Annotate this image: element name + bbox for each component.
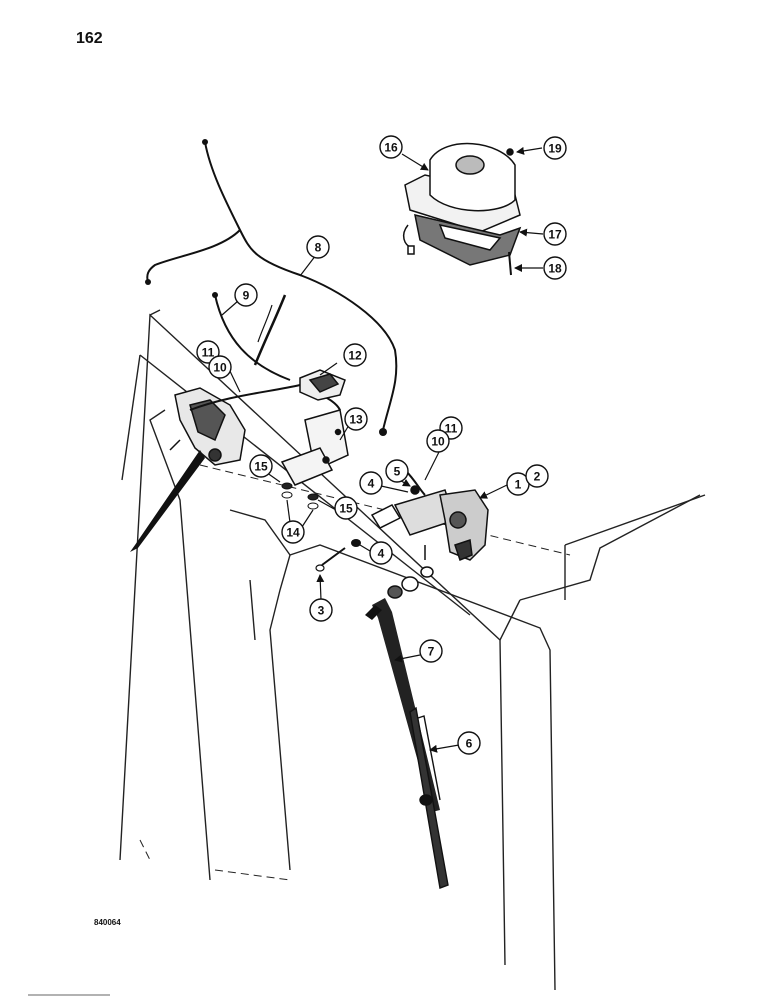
connector-block <box>299 369 346 401</box>
svg-text:17: 17 <box>548 228 562 242</box>
cab-dash-lines <box>139 464 571 881</box>
svg-text:10: 10 <box>431 435 445 449</box>
svg-text:19: 19 <box>548 142 562 156</box>
svg-text:1: 1 <box>515 478 522 492</box>
svg-text:4: 4 <box>368 477 375 491</box>
svg-text:10: 10 <box>213 361 227 375</box>
callout-13: 13 <box>344 407 368 431</box>
callout-5: 5 <box>385 459 409 483</box>
svg-text:2: 2 <box>534 470 541 484</box>
svg-text:4: 4 <box>378 547 385 561</box>
callout-7: 7 <box>419 639 443 663</box>
callout-10-right: 10 <box>426 429 450 453</box>
svg-text:13: 13 <box>349 413 363 427</box>
bolt <box>315 547 346 572</box>
wiper-blade <box>409 706 449 889</box>
svg-text:16: 16 <box>384 141 398 155</box>
svg-text:3: 3 <box>318 604 325 618</box>
callout-10-left: 10 <box>208 355 232 379</box>
callout-4-upper: 4 <box>359 471 383 495</box>
glass-marks <box>253 294 287 366</box>
callout-1: 1 <box>506 472 530 496</box>
callout-15-lower: 15 <box>334 496 358 520</box>
callout-14: 14 <box>281 520 305 544</box>
figure-code: 840064 <box>94 918 121 927</box>
harness-terminal <box>212 292 218 298</box>
mounting-bracket <box>280 409 349 486</box>
callout-3: 3 <box>309 598 333 622</box>
callout-16: 16 <box>379 135 403 159</box>
svg-text:8: 8 <box>315 241 322 255</box>
callout-6: 6 <box>457 731 481 755</box>
harness-terminal <box>145 279 151 285</box>
harness-terminal <box>202 139 208 145</box>
svg-text:9: 9 <box>243 289 250 303</box>
svg-text:18: 18 <box>548 262 562 276</box>
cab-outline <box>119 309 706 991</box>
right-wiper-motor <box>370 485 489 562</box>
svg-text:11: 11 <box>445 422 458 436</box>
svg-text:5: 5 <box>394 465 401 479</box>
left-wiper-arm <box>130 450 205 552</box>
callout-4-lower: 4 <box>369 541 393 565</box>
left-wiper-motor <box>169 387 246 466</box>
svg-text:6: 6 <box>466 737 473 751</box>
svg-text:11: 11 <box>202 346 215 360</box>
callout-2: 2 <box>525 464 549 488</box>
leader-lines <box>221 146 544 753</box>
nut <box>351 539 361 547</box>
harness-terminal <box>379 428 387 436</box>
svg-text:15: 15 <box>339 502 353 516</box>
callout-8: 8 <box>306 235 330 259</box>
wiring-harness <box>146 141 426 496</box>
page-number: 162 <box>76 30 103 47</box>
callout-18: 18 <box>543 256 567 280</box>
spindle-hardware <box>387 566 434 599</box>
svg-text:7: 7 <box>428 645 435 659</box>
svg-text:15: 15 <box>254 460 268 474</box>
svg-text:12: 12 <box>348 349 362 363</box>
svg-text:14: 14 <box>286 526 300 540</box>
callout-19: 19 <box>543 136 567 160</box>
hardware-stack <box>281 482 319 510</box>
detail-motor-assembly <box>402 142 522 276</box>
callout-17: 17 <box>543 222 567 246</box>
callout-9: 9 <box>234 283 258 307</box>
callout-12: 12 <box>343 343 367 367</box>
callout-15-upper: 15 <box>249 454 273 478</box>
